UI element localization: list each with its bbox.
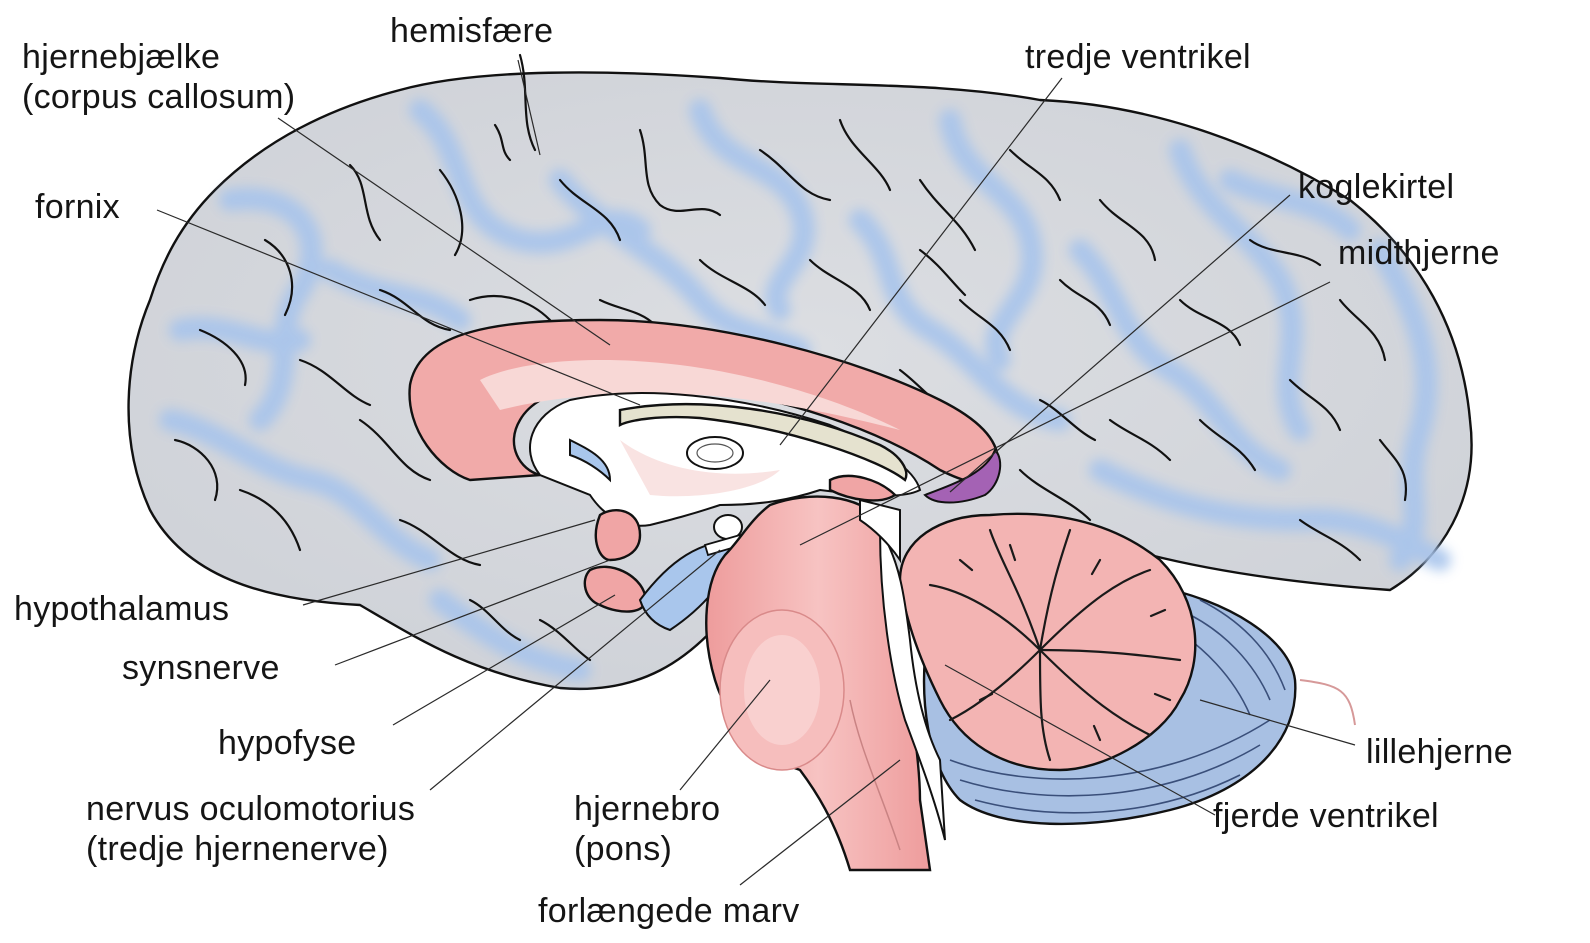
label-cerebellum: lillehjerne — [1366, 733, 1513, 771]
label-midbrain: midthjerne — [1338, 234, 1500, 272]
label-medulla: forlængede marv — [538, 892, 800, 930]
label-pons-line2: (pons) — [574, 830, 672, 868]
label-fornix: fornix — [35, 188, 120, 226]
label-pons-line1: hjernebro — [574, 790, 720, 828]
label-hemisphere: hemisfære — [390, 12, 553, 50]
label-optic-nerve: synsnerve — [122, 649, 280, 687]
label-corpus-callosum-line1: hjernebjælke — [22, 38, 220, 76]
label-oculomotor-line2: (tredje hjernenerve) — [86, 830, 389, 868]
label-oculomotor-line1: nervus oculomotorius — [86, 790, 415, 828]
label-pituitary: hypofyse — [218, 724, 356, 762]
label-fourth-ventricle: fjerde ventrikel — [1213, 797, 1439, 835]
label-corpus-callosum-line2: (corpus callosum) — [22, 78, 295, 116]
label-pineal-gland: koglekirtel — [1298, 168, 1454, 206]
hypothalamus-region — [596, 510, 640, 560]
label-hypothalamus: hypothalamus — [14, 590, 229, 628]
label-third-ventricle: tredje ventrikel — [1025, 38, 1251, 76]
